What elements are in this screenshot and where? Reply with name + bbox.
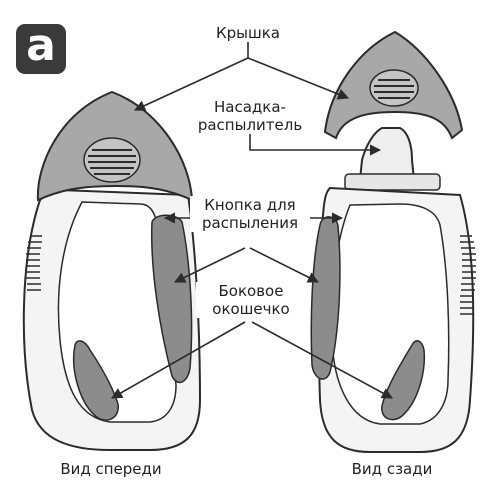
arrow-cap-front [133, 57, 249, 111]
front-cap-grille [83, 137, 141, 183]
arrow-slot-back [251, 321, 393, 399]
detached-cap-grille-slots [374, 79, 414, 99]
label-nozzle: Насадка- распылитель [188, 98, 312, 134]
label-side-window: Боковое окошечко [196, 282, 306, 318]
front-cap-grille-slots [88, 149, 136, 175]
detached-cap [323, 30, 464, 140]
arrow-slot-front [111, 321, 246, 399]
back-lower-slot [381, 340, 426, 421]
arrow-nozzle [249, 134, 382, 156]
back-nozzle [358, 127, 416, 181]
panel-letter-badge: a [16, 24, 66, 74]
front-grip-lines [26, 235, 42, 291]
label-front-view: Вид спереди [60, 460, 162, 478]
front-lower-slot [72, 340, 119, 421]
arrow-window-front [173, 247, 246, 283]
front-bottle [22, 90, 202, 451]
label-back-view: Вид сзади [351, 460, 433, 478]
label-cap: Крышка [216, 24, 280, 42]
back-grip-lines [460, 235, 476, 315]
arrow-window-back [249, 247, 320, 283]
front-side-window [150, 214, 193, 384]
back-nozzle-collar [344, 173, 441, 191]
arrow-cap-back [247, 57, 350, 100]
label-spray-button: Кнопка для распыления [190, 196, 310, 232]
detached-cap-grille [369, 69, 419, 107]
back-bottle [310, 127, 476, 453]
leader-lines [111, 42, 393, 399]
